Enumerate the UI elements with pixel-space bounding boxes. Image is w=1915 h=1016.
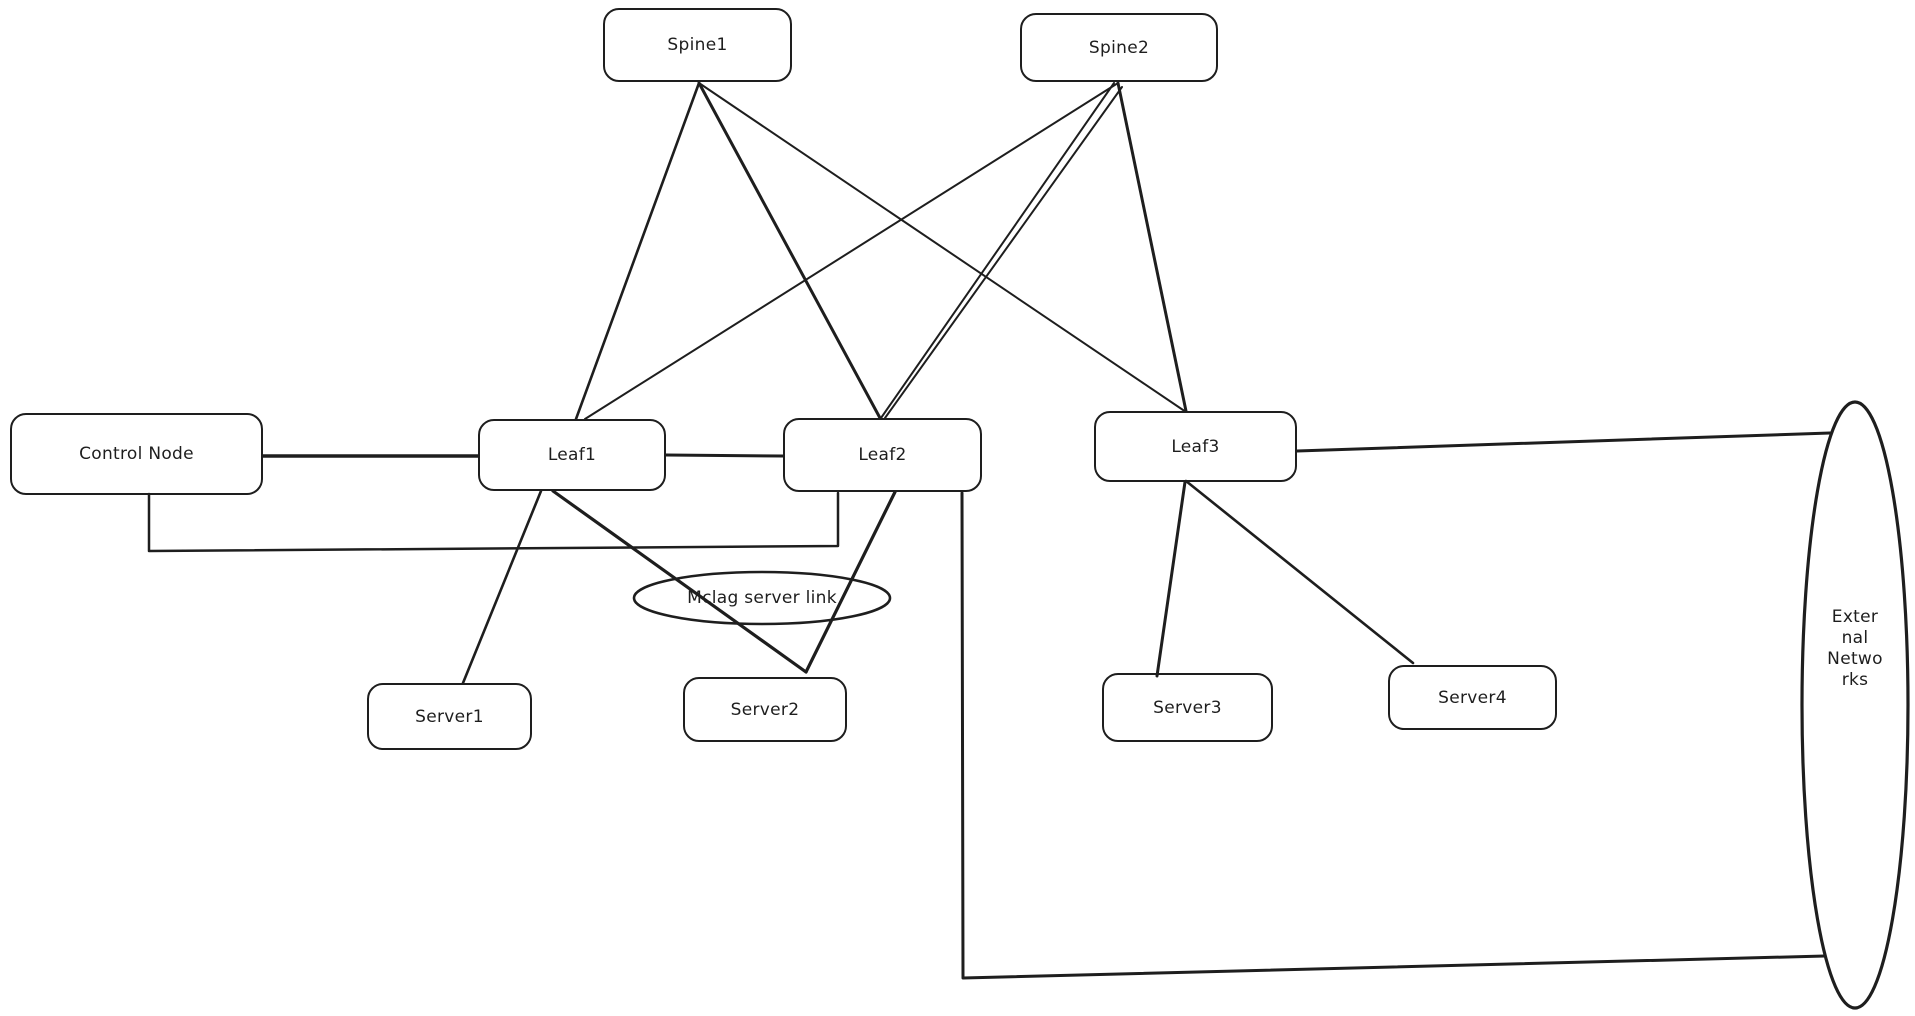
edge-leaf1-leaf2 <box>664 453 785 458</box>
edge-leaf1-server2 <box>551 489 808 674</box>
node-leaf2-label: Leaf2 <box>858 445 907 465</box>
node-spine1-label: Spine1 <box>667 35 728 55</box>
node-control-node-label: Control Node <box>79 444 194 464</box>
edge-spine1-leaf3 <box>698 82 1187 413</box>
node-leaf2[interactable]: Leaf2 <box>783 418 982 492</box>
edge-leaf2-server2 <box>804 490 897 674</box>
node-spine2[interactable]: Spine2 <box>1020 13 1218 82</box>
node-server1-label: Server1 <box>415 706 484 727</box>
mclag-label: Mclag server link <box>687 588 837 608</box>
external-networks-label-line3: Netwo <box>1827 649 1883 669</box>
edge-spine2-leaf2-a <box>880 82 1115 419</box>
node-server4[interactable]: Server4 <box>1388 665 1557 730</box>
edge-leaf1-server1 <box>461 489 543 685</box>
external-networks-label-line4: rks <box>1841 670 1869 690</box>
external-networks-label: Exter nal Netwo rks <box>1820 607 1890 691</box>
node-leaf1-label: Leaf1 <box>547 445 597 465</box>
edge-leaf2-external <box>960 491 1827 980</box>
mclag-ellipse[interactable] <box>632 570 892 626</box>
edge-spine2-leaf3 <box>1116 81 1188 413</box>
edge-leaf3-external <box>1295 431 1832 453</box>
edge-control-leaf2 <box>147 491 840 553</box>
external-networks-ellipse[interactable] <box>1800 400 1910 1010</box>
external-networks-label-line1: Exter <box>1831 607 1879 627</box>
node-server3[interactable]: Server3 <box>1102 673 1273 742</box>
node-spine2-label: Spine2 <box>1088 37 1150 58</box>
node-leaf3-label: Leaf3 <box>1171 436 1220 457</box>
node-server1[interactable]: Server1 <box>367 683 532 750</box>
edge-leaf3-server3 <box>1155 480 1187 678</box>
edge-spine1-leaf2 <box>697 81 882 420</box>
edge-spine1-leaf1 <box>574 81 701 421</box>
edge-spine2-leaf1 <box>584 82 1119 420</box>
external-networks-label-line2: nal <box>1841 628 1869 648</box>
node-server3-label: Server3 <box>1153 697 1222 718</box>
node-leaf3[interactable]: Leaf3 <box>1094 411 1297 482</box>
edge-leaf3-server4 <box>1184 479 1415 665</box>
node-control-node[interactable]: Control Node <box>10 413 263 495</box>
edge-spine2-leaf2-b <box>884 86 1123 419</box>
node-spine1[interactable]: Spine1 <box>603 8 792 82</box>
node-server2[interactable]: Server2 <box>683 677 847 742</box>
node-leaf1[interactable]: Leaf1 <box>478 419 666 491</box>
node-server2-label: Server2 <box>730 699 800 720</box>
node-server4-label: Server4 <box>1438 687 1507 708</box>
